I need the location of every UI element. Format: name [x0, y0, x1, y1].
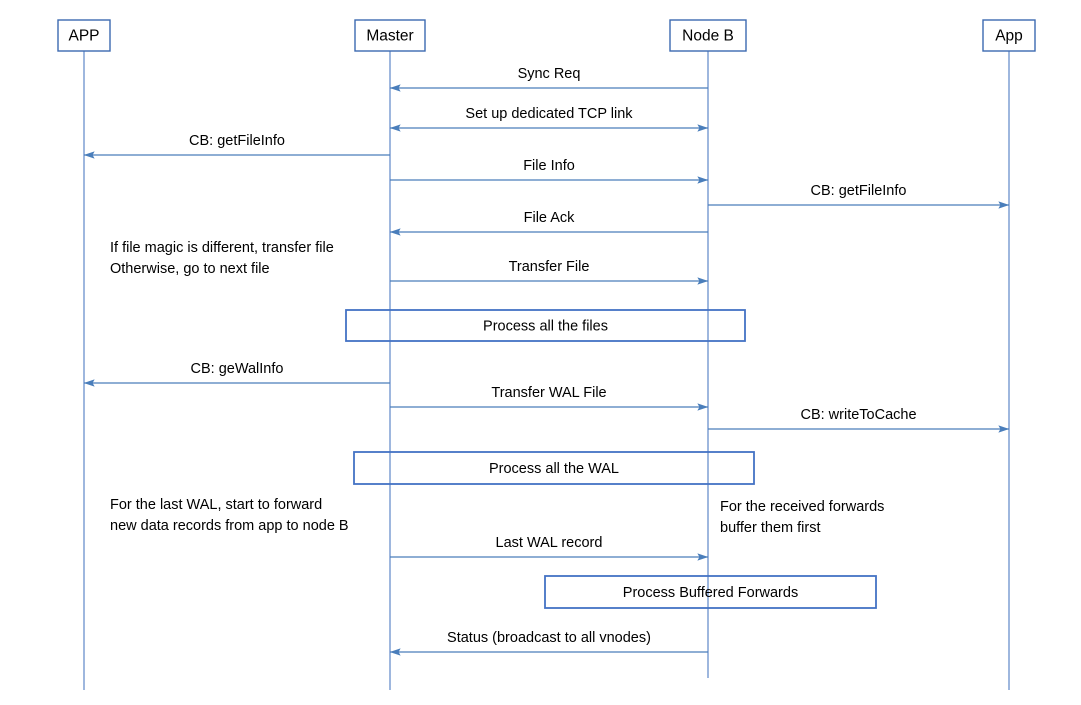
message-m12[interactable]: Status (broadcast to all vnodes) — [389, 630, 708, 656]
fragment-f2[interactable]: Process all the WAL — [353, 451, 755, 485]
note-n2: For the last WAL, start to forward new da… — [110, 497, 349, 534]
fragment-label-f2: Process all the WAL — [489, 461, 619, 477]
notes-group: If file magic is different, transfer fil… — [110, 240, 884, 536]
note-n1: If file magic is different, transfer fil… — [110, 240, 334, 277]
note-line-n1-0: If file magic is different, transfer fil… — [110, 240, 334, 256]
message-label-m9: Transfer WAL File — [491, 385, 606, 401]
lifeline-master: Master — [354, 19, 426, 690]
message-m3[interactable]: CB: getFileInfo — [83, 133, 390, 159]
message-label-m4: File Info — [523, 158, 575, 174]
message-m6[interactable]: File Ack — [389, 210, 708, 236]
lifeline-label-app_left: APP — [68, 28, 99, 45]
note-line-n3-1: buffer them first — [720, 520, 820, 536]
lifeline-head-app_right[interactable] — [982, 19, 1036, 52]
message-m9[interactable]: Transfer WAL File — [390, 385, 709, 411]
message-m2[interactable]: Set up dedicated TCP link — [389, 106, 709, 132]
note-n3: For the received forwards buffer them fir… — [720, 499, 884, 536]
message-label-m3: CB: getFileInfo — [189, 133, 285, 149]
lifeline-app_left: APP — [57, 19, 111, 690]
lifeline-label-node_b: Node B — [682, 28, 734, 45]
note-line-n2-0: For the last WAL, start to forward — [110, 497, 322, 513]
message-label-m7: Transfer File — [509, 259, 590, 275]
message-m8[interactable]: CB: geWalInfo — [83, 361, 390, 387]
lifeline-label-app_right: App — [995, 28, 1023, 45]
message-label-m12: Status (broadcast to all vnodes) — [447, 630, 651, 646]
lifeline-label-master: Master — [366, 28, 413, 45]
note-line-n2-1: new data records from app to node B — [110, 518, 349, 534]
note-line-n3-0: For the received forwards — [720, 499, 884, 515]
message-label-m10: CB: writeToCache — [800, 407, 916, 423]
fragment-label-f1: Process all the files — [483, 319, 608, 335]
message-m1[interactable]: Sync Req — [389, 66, 708, 92]
message-m4[interactable]: File Info — [390, 158, 709, 184]
lifeline-head-app_left[interactable] — [57, 19, 111, 52]
message-m7[interactable]: Transfer File — [390, 259, 709, 285]
fragment-box-f3[interactable] — [544, 575, 877, 609]
lifelines-group: APP Master Node B App — [57, 19, 1036, 690]
message-label-m5: CB: getFileInfo — [811, 183, 907, 199]
message-label-m2: Set up dedicated TCP link — [465, 106, 633, 122]
fragment-label-f3: Process Buffered Forwards — [623, 585, 798, 601]
lifeline-head-node_b[interactable] — [669, 19, 747, 52]
fragment-box-f2[interactable] — [353, 451, 755, 485]
message-label-m6: File Ack — [524, 210, 576, 226]
message-m10[interactable]: CB: writeToCache — [708, 407, 1010, 433]
message-label-m11: Last WAL record — [496, 535, 603, 551]
message-m5[interactable]: CB: getFileInfo — [708, 183, 1010, 209]
message-label-m1: Sync Req — [518, 66, 581, 82]
fragment-box-f1[interactable] — [345, 309, 746, 342]
lifeline-app_right: App — [982, 19, 1036, 690]
message-m11[interactable]: Last WAL record — [390, 535, 709, 561]
message-label-m8: CB: geWalInfo — [191, 361, 284, 377]
fragment-f1[interactable]: Process all the files — [345, 309, 746, 342]
note-line-n1-1: Otherwise, go to next file — [110, 261, 270, 277]
fragment-f3[interactable]: Process Buffered Forwards — [544, 575, 877, 609]
lifeline-node_b: Node B — [669, 19, 747, 678]
lifeline-head-master[interactable] — [354, 19, 426, 52]
